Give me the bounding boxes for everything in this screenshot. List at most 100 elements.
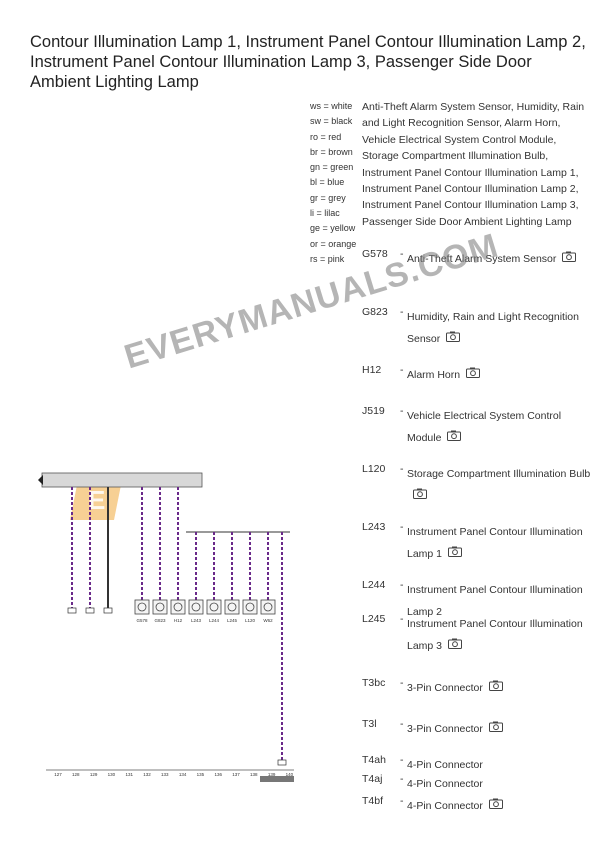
component-description: 4-Pin Connector: [407, 795, 597, 817]
component-code: L243: [362, 521, 386, 533]
component-label: W62: [263, 618, 273, 623]
color-code-item: gr = grey: [310, 192, 346, 203]
diagram-footer-tag: [260, 776, 294, 782]
component-label: L245: [227, 618, 238, 623]
color-code-item: ge = yellow: [310, 223, 356, 234]
component-description: Anti-Theft Alarm System Sensor: [407, 248, 597, 270]
component-symbol-mark: [173, 602, 183, 612]
color-code-item: li = lilac: [310, 208, 340, 219]
component-description: 3-Pin Connector: [407, 677, 597, 699]
camera-icon[interactable]: [488, 795, 503, 817]
entry-dash: -: [400, 613, 404, 625]
component-symbol-mark: [227, 602, 237, 612]
ruler-number: 128: [72, 772, 80, 777]
color-code-item: sw = black: [310, 116, 353, 127]
color-code-item: ro = red: [310, 131, 342, 142]
component-symbol: [224, 599, 240, 615]
component-description: Alarm Horn: [407, 364, 597, 386]
component-description: 3-Pin Connector: [407, 718, 597, 740]
control-module-bar: [41, 472, 203, 488]
entry-dash: -: [400, 405, 404, 417]
color-code-item: ws = white: [310, 101, 353, 111]
ruler-number: 130: [108, 772, 116, 777]
entry-dash: -: [400, 579, 404, 591]
entry-dash: -: [400, 248, 404, 260]
ruler-number: 137: [232, 772, 240, 777]
component-label: L243: [191, 618, 202, 623]
color-code-item: or = orange: [310, 238, 357, 249]
ruler-number: 139: [268, 772, 276, 777]
camera-icon[interactable]: [466, 364, 481, 386]
component-symbol: [170, 599, 186, 615]
entry-dash: -: [400, 773, 404, 785]
component-code: T4ah: [362, 754, 386, 766]
component-symbol: [242, 599, 258, 615]
entry-dash: -: [400, 364, 404, 376]
component-symbol-mark: [209, 602, 219, 612]
camera-icon[interactable]: [562, 248, 577, 270]
camera-icon[interactable]: [488, 718, 503, 740]
component-code: L245: [362, 613, 386, 625]
component-label: L120: [245, 618, 256, 623]
component-description: Instrument Panel Contour Illumination La…: [407, 521, 597, 565]
color-code-item: rs = pink: [310, 253, 345, 264]
component-code: H12: [362, 364, 382, 376]
page-title: Contour Illumination Lamp 1, Instrument …: [30, 33, 586, 91]
camera-icon[interactable]: [448, 543, 463, 565]
component-code: G578: [362, 248, 388, 260]
entry-dash: -: [400, 306, 404, 318]
component-code: G823: [362, 306, 388, 318]
component-label: G578: [136, 618, 148, 623]
ruler-number: 129: [90, 772, 98, 777]
ruler-number: 140: [286, 772, 294, 777]
component-description: Humidity, Rain and Light Recognition Sen…: [407, 306, 597, 350]
component-label: G823: [154, 618, 166, 623]
component-description: Storage Compartment Illumination Bulb: [407, 463, 597, 507]
ruler-number: 133: [161, 772, 169, 777]
camera-icon[interactable]: [447, 427, 462, 449]
color-code-item: bl = blue: [310, 177, 345, 188]
component-symbol: [260, 599, 276, 615]
ruler-number: 135: [197, 772, 205, 777]
entry-dash: -: [400, 677, 404, 689]
entry-dash: -: [400, 718, 404, 730]
component-description: 4-Pin Connector: [407, 759, 483, 771]
diagram-description: Anti-Theft Alarm System Sensor, Humidity…: [362, 101, 585, 228]
component-symbol-mark: [155, 602, 165, 612]
component-label: H12: [174, 618, 183, 623]
component-symbol-mark: [245, 602, 255, 612]
component-symbol: [206, 599, 222, 615]
component-code: T3l: [362, 718, 377, 730]
entry-dash: -: [400, 754, 404, 766]
component-description: Vehicle Electrical System Control Module: [407, 405, 597, 449]
component-code: T4aj: [362, 773, 383, 785]
component-symbol: [152, 599, 168, 615]
color-code-item: gn = green: [310, 162, 354, 173]
ruler-number: 136: [214, 772, 222, 777]
component-label: L244: [209, 618, 220, 623]
wiring-diagram: G578 G823 H12 L243 L244 L245 L120 W62 127 128 129…: [38, 472, 294, 782]
camera-icon[interactable]: [488, 677, 503, 699]
camera-icon[interactable]: [413, 485, 427, 507]
svg-text:E: E: [88, 485, 105, 515]
entry-dash: -: [400, 795, 404, 807]
camera-icon[interactable]: [446, 328, 461, 350]
ruler-number: 138: [250, 772, 258, 777]
entry-dash: -: [400, 463, 404, 475]
component-description: Instrument Panel Contour Illumination La…: [407, 584, 583, 618]
bar-arrow: [38, 475, 43, 485]
component-code: T4bf: [362, 795, 384, 807]
ruler-number: 132: [143, 772, 151, 777]
component-code: J519: [362, 405, 385, 417]
component-code: L120: [362, 463, 386, 475]
camera-icon[interactable]: [448, 635, 463, 657]
ruler-number: 131: [125, 772, 133, 777]
component-symbol-mark: [137, 602, 147, 612]
component-description: Instrument Panel Contour Illumination La…: [407, 613, 597, 657]
ruler-number: 127: [54, 772, 62, 777]
component-symbol-mark: [191, 602, 201, 612]
entry-dash: -: [400, 521, 404, 533]
component-symbol: [188, 599, 204, 615]
ruler-number: 134: [179, 772, 187, 777]
